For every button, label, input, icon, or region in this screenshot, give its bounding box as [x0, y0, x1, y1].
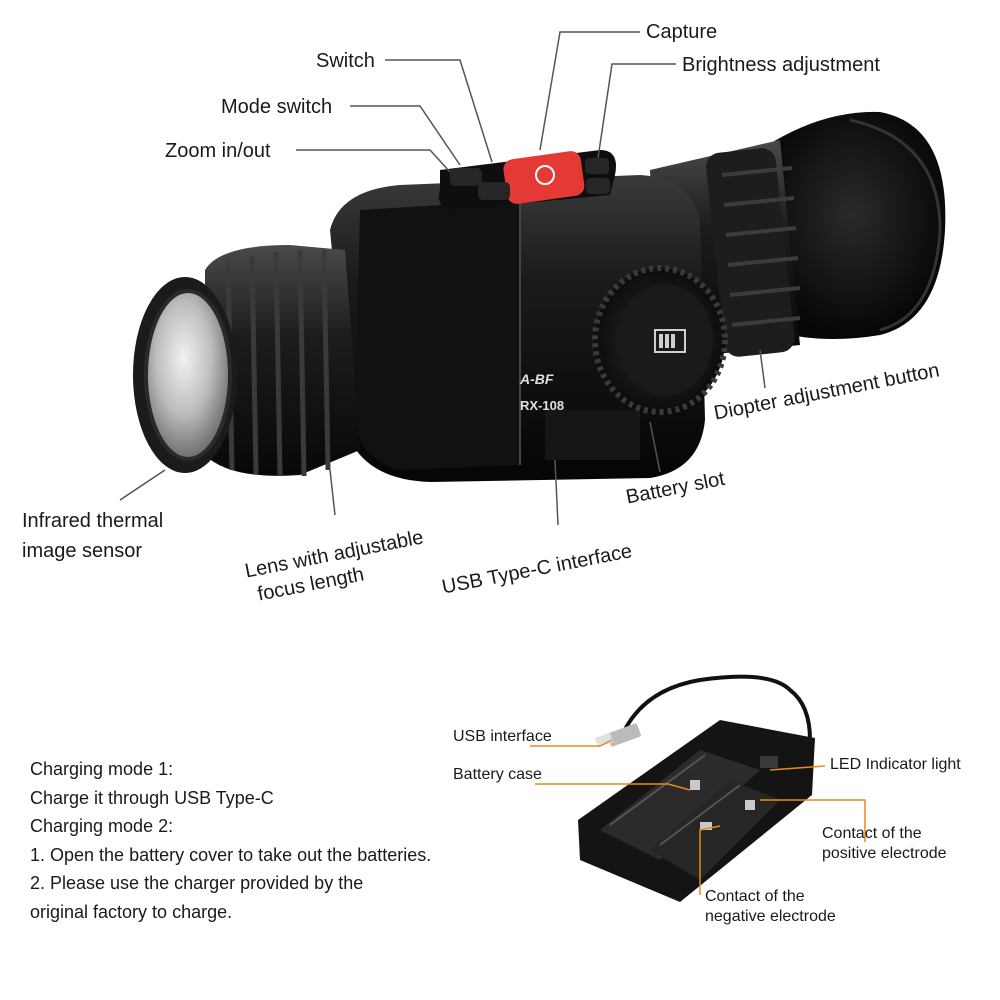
instruction-line: Charge it through USB Type-C: [30, 787, 274, 808]
diopter-ring[interactable]: [705, 147, 801, 358]
charging-instructions: Charging mode 1: Charge it through USB T…: [30, 755, 431, 926]
label-led-indicator: LED Indicator light: [830, 756, 961, 773]
zoom-button[interactable]: [478, 182, 510, 200]
battery-cap[interactable]: [592, 265, 728, 415]
label-usb-interface: USB interface: [453, 728, 552, 745]
eyecup: [760, 111, 946, 340]
charger-leader-lines: [530, 739, 866, 895]
mode-switch-button[interactable]: [450, 168, 482, 186]
charger-illustration: [578, 674, 815, 902]
label-switch: Switch: [316, 50, 375, 72]
label-positive-electrode: Contact of the positive electrode: [822, 824, 947, 864]
label-sensor-line1: Infrared thermal: [22, 510, 164, 532]
capture-button[interactable]: [585, 158, 609, 174]
instruction-line: Charging mode 1:: [30, 759, 174, 779]
usb-plug: [607, 723, 641, 747]
label-negative-line2: negative electrode: [705, 908, 836, 925]
brightness-button[interactable]: [586, 178, 610, 194]
instruction-line: 1. Open the battery cover to take out th…: [30, 844, 432, 865]
model-name: RX-108: [520, 398, 564, 413]
label-negative-electrode: Contact of the negative electrode: [705, 887, 836, 927]
label-brightness-adjustment: Brightness adjustment: [682, 54, 880, 76]
instruction-line: Charging mode 2:: [30, 816, 174, 836]
scope-body: [330, 175, 705, 482]
label-sensor: Infrared thermal image sensor: [22, 509, 163, 564]
label-positive-line1: Contact of the: [822, 825, 922, 842]
label-battery-case: Battery case: [453, 766, 542, 783]
brand-logo: A-BF: [519, 371, 554, 387]
scope-leader-lines: [119, 31, 766, 526]
power-button[interactable]: [502, 150, 586, 205]
focus-ring[interactable]: [205, 245, 360, 477]
lens: [133, 277, 237, 473]
button-panel: [438, 150, 616, 210]
instruction-line: original factory to charge.: [30, 901, 233, 922]
label-zoom: Zoom in/out: [165, 140, 271, 162]
label-sensor-line2: image sensor: [22, 540, 143, 562]
instruction-line: 2. Please use the charger provided by th…: [30, 873, 364, 893]
label-mode-switch: Mode switch: [221, 96, 333, 118]
label-capture: Capture: [646, 21, 718, 43]
label-positive-line2: positive electrode: [822, 845, 947, 862]
label-negative-line1: Contact of the: [705, 888, 805, 905]
